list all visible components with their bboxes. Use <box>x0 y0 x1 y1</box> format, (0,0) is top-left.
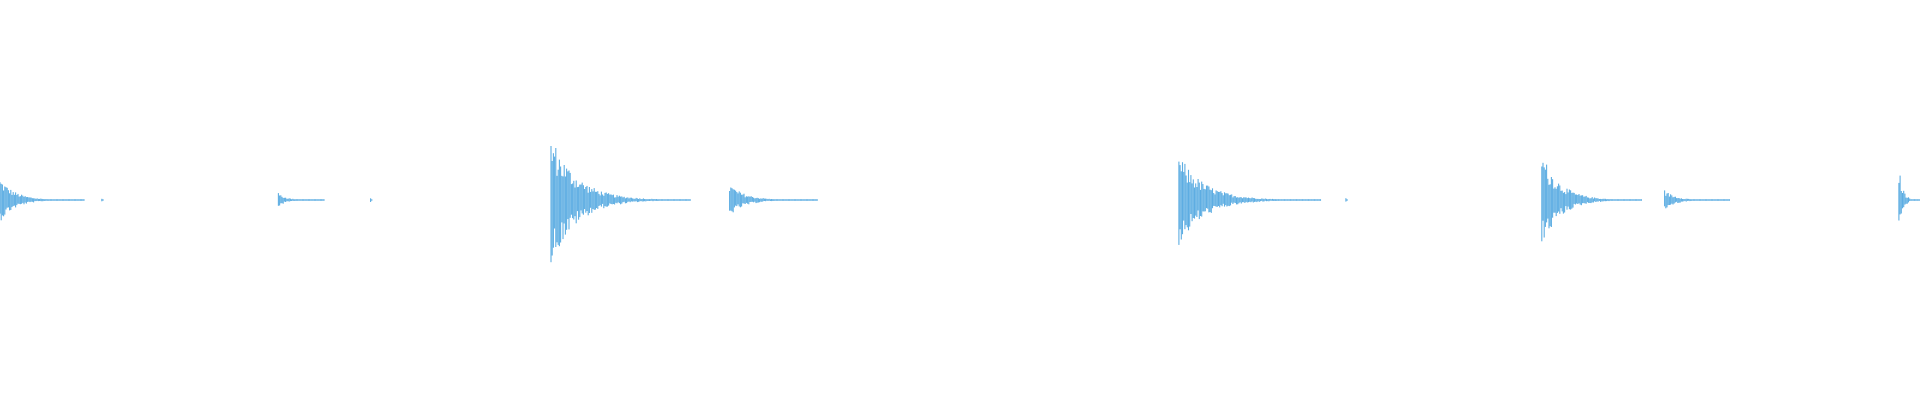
waveform-event <box>0 182 85 221</box>
waveform-event <box>1664 190 1730 209</box>
waveform-event <box>729 187 818 213</box>
waveform-event <box>1541 162 1642 242</box>
waveform-event <box>101 198 104 202</box>
waveform-event <box>1178 161 1322 245</box>
waveform-event <box>550 146 691 263</box>
waveform-event <box>1898 175 1920 221</box>
waveform-event <box>277 193 325 206</box>
waveform-events <box>0 146 1920 263</box>
waveform-event <box>1345 198 1348 202</box>
waveform-event <box>370 198 373 202</box>
